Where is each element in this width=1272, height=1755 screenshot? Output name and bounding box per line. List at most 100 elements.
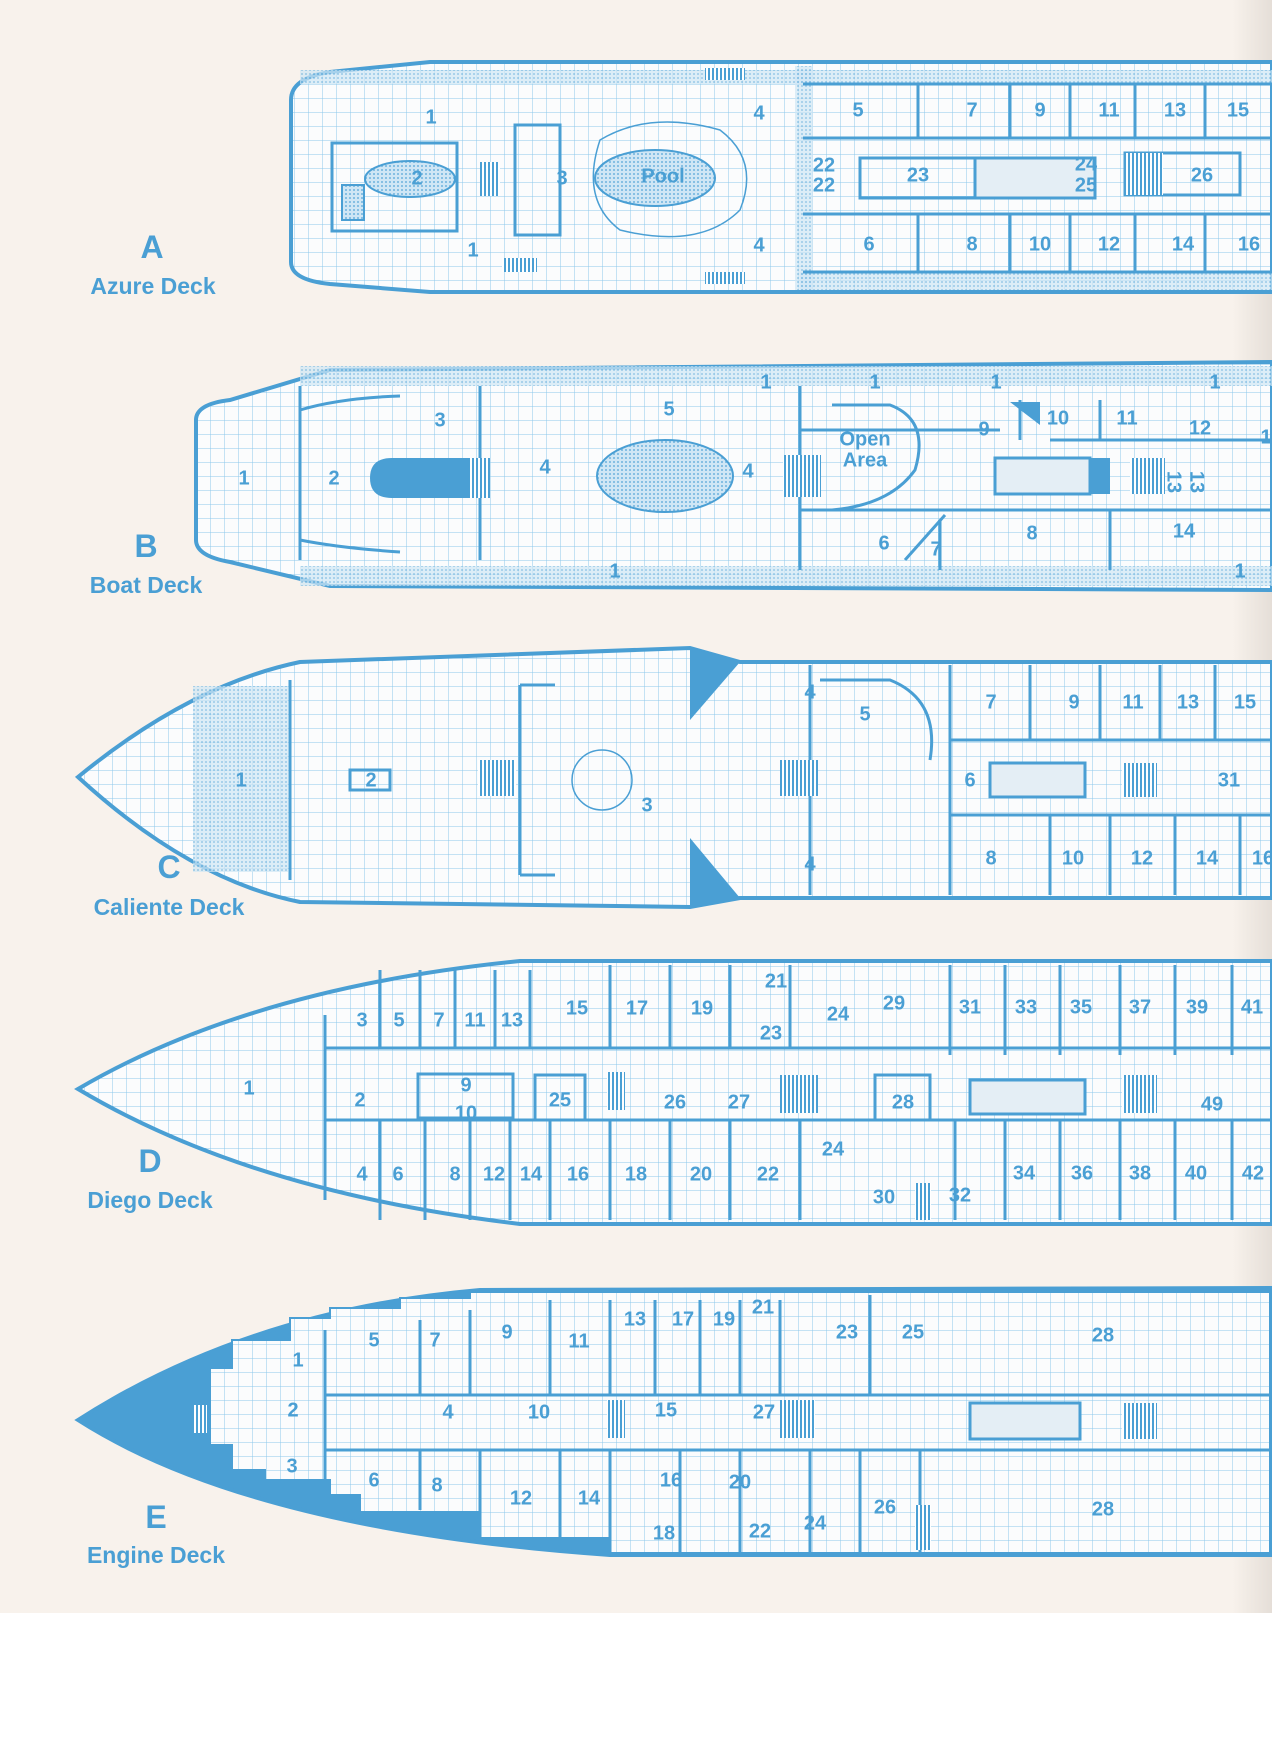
room-label-deck-d: 16 bbox=[567, 1163, 589, 1185]
room-label-deck-a: 7 bbox=[966, 99, 977, 121]
room-label-deck-e: 23 bbox=[836, 1321, 858, 1343]
deck-b-name: Boat Deck bbox=[90, 572, 203, 598]
room-label-deck-d: 8 bbox=[449, 1163, 460, 1185]
room-label-deck-c: 12 bbox=[1131, 847, 1153, 869]
room-label-deck-c: 10 bbox=[1062, 847, 1084, 869]
room-label-deck-d: 24 bbox=[827, 1003, 850, 1025]
room-label-deck-c: 11 bbox=[1122, 691, 1143, 713]
room-label-deck-d: 41 bbox=[1241, 996, 1263, 1018]
deck-c-plan bbox=[74, 645, 1272, 910]
room-label-deck-d: 12 bbox=[483, 1163, 505, 1185]
room-label-deck-c: 4 bbox=[804, 853, 816, 875]
room-label-deck-a: 23 bbox=[907, 164, 929, 186]
room-label-deck-d: 17 bbox=[626, 997, 648, 1019]
room-label-deck-b: 1 bbox=[869, 371, 880, 393]
room-label-deck-d: 38 bbox=[1129, 1162, 1151, 1184]
room-label-deck-a: Pool bbox=[641, 165, 684, 187]
room-label-deck-c: 31 bbox=[1218, 769, 1240, 791]
deck-b-letter: B bbox=[134, 528, 157, 564]
room-label-deck-b: 1 bbox=[609, 560, 620, 582]
deck-labels: A Azure Deck B Boat Deck C Caliente Deck… bbox=[87, 229, 245, 1568]
room-label-deck-b: Area bbox=[843, 449, 888, 471]
room-label-deck-e: 4 bbox=[442, 1401, 454, 1423]
room-label-deck-d: 5 bbox=[393, 1009, 404, 1031]
room-label-deck-c: 1 bbox=[235, 769, 246, 791]
room-label-deck-d: 29 bbox=[883, 992, 905, 1014]
room-label-deck-a: 2 bbox=[411, 167, 422, 189]
room-label-deck-a: 9 bbox=[1034, 99, 1045, 121]
room-label-deck-c: 13 bbox=[1177, 691, 1199, 713]
room-label-deck-e: 26 bbox=[874, 1496, 896, 1518]
room-label-deck-e: 17 bbox=[672, 1308, 694, 1330]
room-label-deck-d: 14 bbox=[520, 1163, 543, 1185]
room-label-deck-a: 11 bbox=[1098, 99, 1119, 121]
room-label-deck-d: 27 bbox=[728, 1091, 750, 1113]
room-label-deck-d: 22 bbox=[757, 1163, 779, 1185]
room-label-deck-d: 20 bbox=[690, 1163, 712, 1185]
room-label-deck-d: 23 bbox=[760, 1022, 782, 1044]
room-label-deck-e: 9 bbox=[501, 1321, 512, 1343]
room-label-deck-b: 1 bbox=[760, 371, 771, 393]
room-label-deck-d: 39 bbox=[1186, 996, 1208, 1018]
room-label-deck-c: 5 bbox=[859, 703, 870, 725]
room-label-deck-e: 14 bbox=[578, 1487, 601, 1509]
room-label-deck-a: 5 bbox=[852, 99, 863, 121]
room-label-deck-b: 9 bbox=[978, 418, 989, 440]
room-label-deck-e: 18 bbox=[653, 1522, 675, 1544]
room-label-deck-b: 8 bbox=[1026, 522, 1037, 544]
room-label-deck-d: 7 bbox=[433, 1009, 444, 1031]
room-label-deck-b: 4 bbox=[742, 460, 754, 482]
room-label-deck-e: 19 bbox=[713, 1308, 735, 1330]
room-label-deck-d: 24 bbox=[822, 1138, 845, 1160]
room-label-deck-a: 3 bbox=[556, 167, 567, 189]
room-label-deck-c: 16 bbox=[1252, 847, 1272, 869]
room-label-deck-d: 21 bbox=[765, 970, 787, 992]
deck-a-plan bbox=[289, 60, 1272, 294]
room-label-deck-a: 10 bbox=[1029, 233, 1051, 255]
deck-e-name: Engine Deck bbox=[87, 1542, 225, 1568]
deck-e-letter: E bbox=[145, 1499, 166, 1535]
room-label-deck-c: 15 bbox=[1234, 691, 1256, 713]
room-label-deck-a: 13 bbox=[1164, 99, 1186, 121]
room-label-deck-a: 25 bbox=[1075, 174, 1097, 196]
room-label-deck-b: 4 bbox=[539, 456, 551, 478]
room-label-deck-e: 12 bbox=[510, 1487, 532, 1509]
room-label-deck-e: 7 bbox=[429, 1329, 440, 1351]
room-label-deck-d: 26 bbox=[664, 1091, 686, 1113]
room-label-deck-b: Open bbox=[839, 428, 890, 450]
room-label-deck-b: 7 bbox=[930, 538, 941, 560]
room-label-deck-b: 1 bbox=[1260, 426, 1271, 448]
room-label-deck-c: 4 bbox=[804, 681, 816, 703]
room-label-deck-d: 10 bbox=[455, 1102, 477, 1124]
room-label-deck-a: 1 bbox=[467, 239, 478, 261]
deck-c-letter: C bbox=[157, 849, 180, 885]
room-label-deck-d: 40 bbox=[1185, 1162, 1207, 1184]
room-label-deck-d: 9 bbox=[460, 1074, 471, 1096]
room-label-deck-c: 6 bbox=[964, 769, 975, 791]
room-label-deck-b: 2 bbox=[328, 467, 339, 489]
room-label-deck-a: 22 bbox=[813, 174, 835, 196]
deck-d-name: Diego Deck bbox=[87, 1187, 212, 1213]
room-label-deck-a: 6 bbox=[863, 233, 874, 255]
room-label-deck-b: 13 bbox=[1186, 471, 1208, 493]
room-label-deck-e: 28 bbox=[1092, 1498, 1114, 1520]
room-label-deck-d: 19 bbox=[691, 997, 713, 1019]
room-label-deck-e: 21 bbox=[752, 1296, 774, 1318]
room-label-deck-d: 36 bbox=[1071, 1162, 1093, 1184]
room-label-deck-d: 42 bbox=[1242, 1162, 1264, 1184]
room-label-deck-c: 8 bbox=[985, 847, 996, 869]
room-label-deck-a: 15 bbox=[1227, 99, 1249, 121]
room-label-deck-d: 34 bbox=[1013, 1162, 1036, 1184]
deck-a-name: Azure Deck bbox=[90, 273, 215, 299]
room-label-deck-d: 18 bbox=[625, 1163, 647, 1185]
room-label-deck-e: 24 bbox=[804, 1512, 827, 1534]
room-label-deck-c: 3 bbox=[641, 794, 652, 816]
room-label-deck-d: 4 bbox=[356, 1163, 368, 1185]
room-label-deck-e: 1 bbox=[292, 1349, 303, 1371]
room-label-deck-e: 2 bbox=[287, 1399, 298, 1421]
room-label-deck-d: 35 bbox=[1070, 996, 1092, 1018]
room-label-deck-d: 31 bbox=[959, 996, 981, 1018]
room-label-deck-e: 25 bbox=[902, 1321, 924, 1343]
